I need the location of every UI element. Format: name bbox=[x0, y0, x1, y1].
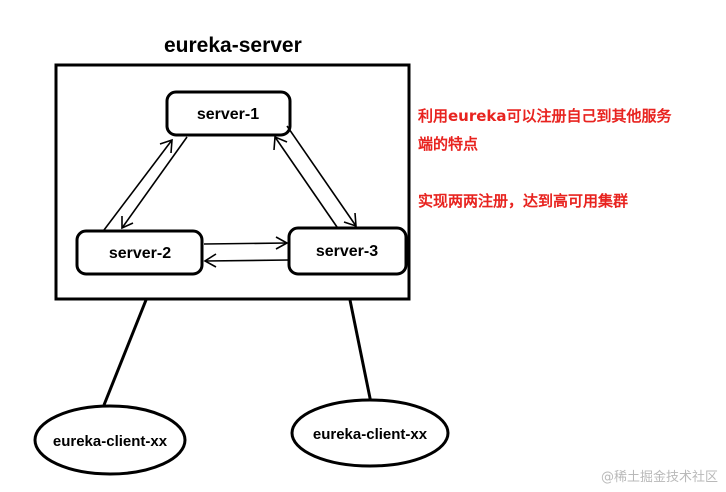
arrow-server1-to-server2 bbox=[121, 136, 188, 230]
arrow-server1-to-server3 bbox=[286, 125, 357, 228]
eureka-server-box bbox=[54, 63, 411, 301]
server-1-node: server-1 bbox=[165, 90, 292, 137]
client-right-node: eureka-client-xx bbox=[290, 398, 450, 468]
connector-right-client bbox=[348, 299, 373, 404]
server-3-node: server-3 bbox=[287, 226, 408, 276]
watermark: @稀土掘金技术社区 bbox=[600, 470, 718, 485]
eureka-server-title: eureka-server bbox=[164, 34, 302, 57]
arrow-server2-to-server1 bbox=[103, 138, 173, 231]
note-high-availability: 实现两两注册，达到高可用集群 bbox=[418, 192, 629, 210]
server-3-label: server-3 bbox=[316, 243, 378, 260]
note-register-line1: 利用eureka可以注册自己到其他服务 bbox=[418, 107, 672, 125]
note-register-line2: 端的特点 bbox=[418, 135, 479, 153]
server-2-node: server-2 bbox=[75, 229, 204, 276]
arrow-server3-to-server2 bbox=[203, 253, 290, 268]
server-2-label: server-2 bbox=[109, 245, 171, 262]
client-left-label: eureka-client-xx bbox=[53, 433, 168, 450]
arrow-server3-to-server1 bbox=[273, 135, 338, 228]
server-1-label: server-1 bbox=[197, 106, 259, 123]
arrow-server2-to-server3 bbox=[203, 236, 289, 250]
connector-left-client bbox=[102, 299, 148, 406]
client-right-label: eureka-client-xx bbox=[313, 426, 428, 443]
client-left-node: eureka-client-xx bbox=[33, 404, 187, 476]
